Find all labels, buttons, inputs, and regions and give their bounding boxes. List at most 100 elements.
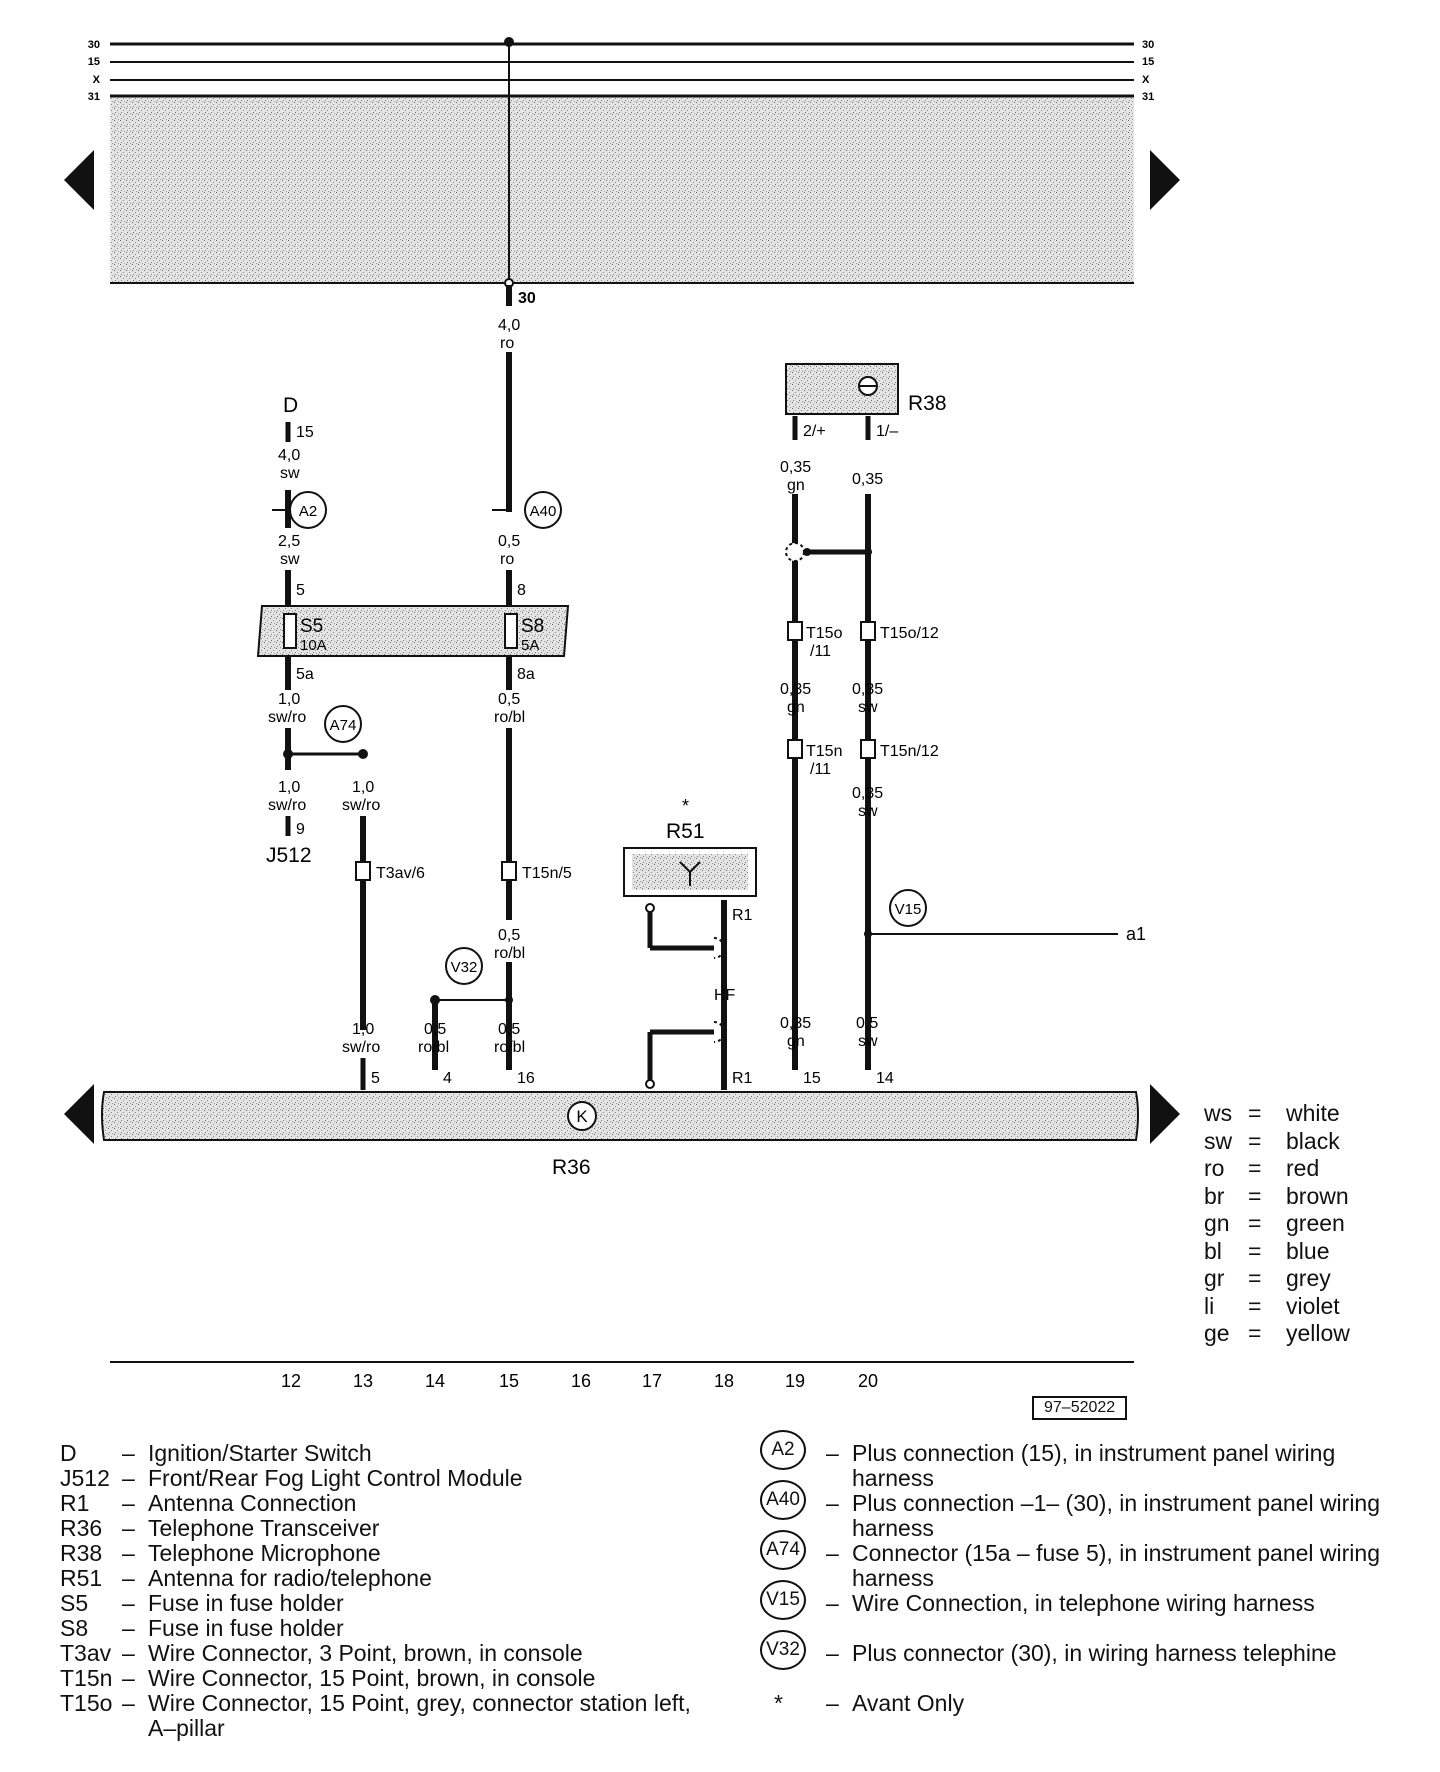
color-key-row: br=brown <box>1204 1182 1349 1209</box>
wire-color-label: sw/ro <box>342 1039 380 1056</box>
wire-color-label: sw/ro <box>342 797 380 814</box>
central-electrics-panel <box>110 42 1134 284</box>
ground-K-label: K <box>576 1107 588 1126</box>
connector-label: T15n/12 <box>880 743 939 760</box>
wire-size-label: 4,0 <box>278 447 300 464</box>
wire-color-label: sw/ro <box>268 709 306 726</box>
grid-numbers: 12 13 14 15 16 17 18 19 20 <box>281 1371 878 1391</box>
connector-label: T15o <box>806 625 843 642</box>
wire-color-label: ro <box>500 551 514 568</box>
wire-size-label: 0,35 <box>852 681 883 698</box>
svg-text:15: 15 <box>499 1371 519 1391</box>
component-D-label: D <box>283 394 298 417</box>
arrow-left-icon[interactable] <box>64 1084 94 1144</box>
wire-color-label: sw <box>858 699 878 716</box>
connection-legend: A2 – Plus connection (15), in instrument… <box>760 1430 1400 1730</box>
terminal-label: 8a <box>517 666 535 683</box>
wire-size-label: 1,0 <box>352 1021 374 1038</box>
svg-text:13: 13 <box>353 1371 373 1391</box>
wire-size-label: 0,5 <box>856 1015 878 1032</box>
wire-color-label: ro/bl <box>494 709 525 726</box>
connection-marker-V15: V15 <box>760 1580 806 1620</box>
svg-text:V15: V15 <box>895 901 922 918</box>
reference-number: 97–52022 <box>1032 1396 1128 1420</box>
color-key-row: gn=green <box>1204 1210 1345 1236</box>
fuse-s5-label: S5 <box>300 616 323 637</box>
terminal-30-label: 30 <box>518 290 536 307</box>
color-key-row: sw=black <box>1204 1127 1340 1154</box>
wire-color-label: sw <box>858 1033 878 1050</box>
rail-15-label: 15 <box>88 56 100 68</box>
terminal-label: 5 <box>371 1070 380 1087</box>
connector-label: T15o/12 <box>880 625 939 642</box>
wire-size-label: 1,0 <box>278 779 300 796</box>
terminal-label: 4 <box>443 1070 452 1087</box>
rail-x-label: X <box>1142 74 1150 86</box>
transceiver-R36 <box>101 1091 1139 1141</box>
wire-size-label: 1,0 <box>352 779 374 796</box>
wire-color-label: gn <box>787 699 805 716</box>
connection-marker-V32: V32 <box>760 1630 806 1670</box>
component-R38-label: R38 <box>908 392 947 415</box>
fuse-s8-rating: 5A <box>521 637 539 654</box>
color-key-row: ro=red <box>1204 1155 1320 1181</box>
svg-text:V32: V32 <box>451 959 478 976</box>
wire-color-label: sw <box>858 803 878 820</box>
terminal-label: 14 <box>876 1070 894 1087</box>
terminal-label: 5 <box>296 582 305 599</box>
terminal-label: 16 <box>517 1070 535 1087</box>
terminal-label: 15 <box>296 424 314 441</box>
terminal-label: 15 <box>803 1070 821 1087</box>
svg-text:17: 17 <box>642 1371 662 1391</box>
antenna-R51 <box>623 847 757 897</box>
fuse-holder-strip <box>256 605 570 657</box>
component-legend: D–Ignition/Starter Switch J512–Front/Rea… <box>60 1440 691 1741</box>
connector-label: T3av/6 <box>376 865 425 882</box>
svg-text:18: 18 <box>714 1371 734 1391</box>
wire-size-label: 0,35 <box>852 471 883 488</box>
svg-text:12: 12 <box>281 1371 301 1391</box>
wire-color-label: ro/bl <box>494 945 525 962</box>
wire-color-label: sw/ro <box>268 797 306 814</box>
wire-size-label: 0,35 <box>852 785 883 802</box>
wire-color-label: gn <box>787 477 805 494</box>
arrow-left-icon[interactable] <box>64 150 94 210</box>
wire-size-label: 0,5 <box>498 927 520 944</box>
terminal-label: 9 <box>296 821 305 838</box>
connection-marker-V15: V15 <box>889 889 927 927</box>
svg-text:A74: A74 <box>330 717 357 734</box>
wire-size-label: 0,35 <box>780 1015 811 1032</box>
rail-30-label: 30 <box>1142 39 1154 51</box>
wire-size-label: 0,5 <box>498 1021 520 1038</box>
terminal-label: 8 <box>517 582 526 599</box>
arrow-right-icon[interactable] <box>1150 1084 1180 1144</box>
connection-marker-A2: A2 <box>760 1430 806 1470</box>
color-key-row: ge=yellow <box>1204 1320 1350 1346</box>
rail-labels-right: 30 15 X 31 <box>1142 39 1154 103</box>
connection-marker-A2: A2 <box>289 491 327 529</box>
hf-label: HF <box>714 987 736 1004</box>
avant-only-marker: * <box>682 796 689 816</box>
svg-text:19: 19 <box>785 1371 805 1391</box>
fuse-s8-label: S8 <box>521 616 544 637</box>
connection-marker-A40: A40 <box>760 1480 806 1520</box>
terminal-label: 2/+ <box>803 423 826 440</box>
wire-size-label: 0,5 <box>498 691 520 708</box>
wire-color-label: ro/bl <box>494 1039 525 1056</box>
terminal-label: 1/– <box>876 423 898 440</box>
svg-text:A2: A2 <box>299 503 317 520</box>
connector-label: T15n/5 <box>522 865 572 882</box>
rail-31-label: 31 <box>88 91 100 103</box>
wire-color-label: ro <box>500 335 514 352</box>
color-key-row: bl=blue <box>1204 1237 1330 1264</box>
svg-text:14: 14 <box>425 1371 445 1391</box>
a1-label: a1 <box>1126 924 1146 944</box>
arrow-right-icon[interactable] <box>1150 150 1180 210</box>
wire-size-label: 1,0 <box>278 691 300 708</box>
svg-text:20: 20 <box>858 1371 878 1391</box>
wire-color-label: gn <box>787 1033 805 1050</box>
wiring-diagram: 30 15 X 31 30 15 X 31 30 4,0 ro D 15 4,0… <box>64 37 1180 1391</box>
color-key-row: ws=white <box>1204 1100 1340 1126</box>
connector-label: T15n <box>806 743 842 760</box>
connection-marker-V32: V32 <box>445 947 483 985</box>
